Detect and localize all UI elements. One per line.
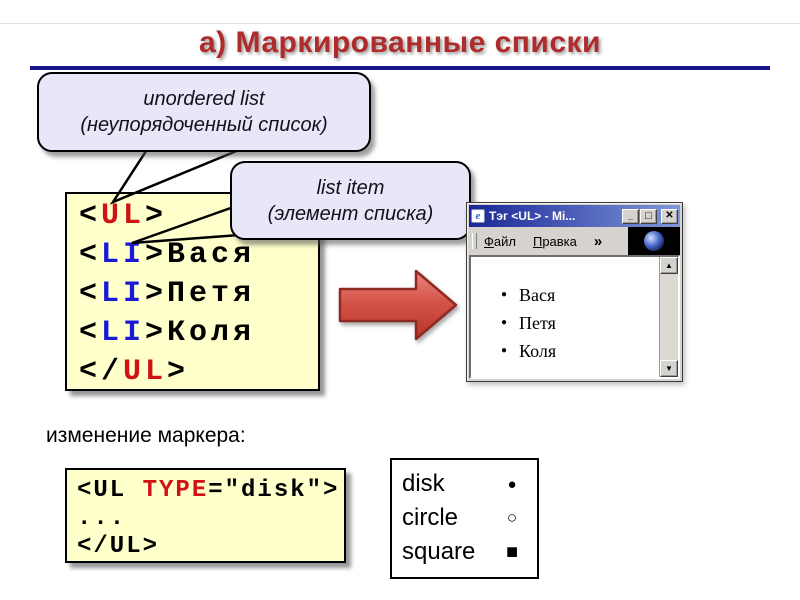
- window-title-bar: e Тэг <UL> - Mi... _ □ ✕: [469, 205, 680, 227]
- legend-row: disk ●: [392, 467, 537, 501]
- legend-row: square ■: [392, 535, 537, 569]
- title-divider: [30, 66, 770, 70]
- code-line: <LI>Коля: [79, 316, 256, 350]
- bullet-icon: ●: [501, 344, 508, 356]
- window-controls: _ □ ✕: [622, 208, 678, 224]
- menu-item-edit[interactable]: Правка: [532, 233, 577, 249]
- list-item: ● Коля: [501, 337, 678, 365]
- code-line: ...: [77, 505, 127, 532]
- list-item-text: Коля: [519, 340, 557, 361]
- menu-grip-handle: [472, 233, 477, 249]
- code-line: <LI>Петя: [79, 277, 256, 311]
- rendered-bullet-list: ● Вася ● Петя ● Коля: [471, 257, 678, 365]
- arrow-right-icon: [338, 269, 458, 341]
- markers-legend: disk ● circle ○ square ■: [390, 458, 539, 579]
- legend-label: square: [402, 538, 476, 565]
- browser-content-area: ● Вася ● Петя ● Коля ▲ ▼: [469, 255, 680, 379]
- list-item-text: Петя: [519, 312, 556, 333]
- bullet-icon: ●: [501, 316, 508, 328]
- code-line: <LI>Вася: [79, 238, 256, 272]
- window-title: Тэг <UL> - Mi...: [489, 209, 576, 223]
- legend-label: circle: [402, 504, 459, 531]
- close-button[interactable]: ✕: [661, 208, 678, 224]
- menu-item-file[interactable]: Файл: [484, 233, 516, 249]
- section-caption: изменение маркера:: [46, 424, 246, 447]
- maximize-button[interactable]: □: [640, 208, 657, 224]
- list-item: ● Петя: [501, 309, 678, 337]
- legend-label: disk: [402, 470, 445, 497]
- callout-list-item: list item (элемент списка): [230, 161, 471, 240]
- callout-text-ru: (неупорядоченный список): [80, 114, 328, 136]
- callout-text-en: list item: [316, 176, 385, 199]
- menu-bar: Файл Правка »: [469, 227, 680, 255]
- legend-row: circle ○: [392, 501, 537, 535]
- bullet-icon: ●: [501, 288, 508, 300]
- page-title: а) Маркированные списки: [199, 26, 601, 59]
- code-line: <UL TYPE="disk">: [77, 477, 340, 504]
- callout-text-ru: (элемент списка): [267, 202, 434, 225]
- chevron-more-icon[interactable]: »: [593, 232, 603, 250]
- vertical-scrollbar[interactable]: ▲ ▼: [659, 257, 678, 377]
- list-item-text: Вася: [519, 284, 556, 305]
- disk-marker-icon: ●: [507, 475, 517, 493]
- slide-top-border: [0, 23, 800, 24]
- ie-logo-icon: e: [471, 209, 485, 223]
- list-item: ● Вася: [501, 281, 678, 309]
- browser-window: e Тэг <UL> - Mi... _ □ ✕ Файл Правка » ●…: [466, 202, 683, 382]
- minimize-button[interactable]: _: [622, 208, 639, 224]
- callout-text-en: unordered list: [143, 88, 265, 110]
- scroll-down-button[interactable]: ▼: [660, 360, 678, 377]
- scroll-up-button[interactable]: ▲: [660, 257, 678, 274]
- code-line: </UL>: [77, 533, 160, 560]
- callout-unordered-list: unordered list (неупорядоченный список): [37, 72, 371, 152]
- square-marker-icon: ■: [505, 540, 519, 563]
- code-block-ul-type: <UL TYPE="disk">...</UL>: [65, 468, 346, 563]
- circle-marker-icon: ○: [506, 508, 518, 527]
- throbber-panel: [628, 227, 680, 255]
- code-line: </UL>: [79, 355, 190, 389]
- globe-icon: [644, 231, 664, 251]
